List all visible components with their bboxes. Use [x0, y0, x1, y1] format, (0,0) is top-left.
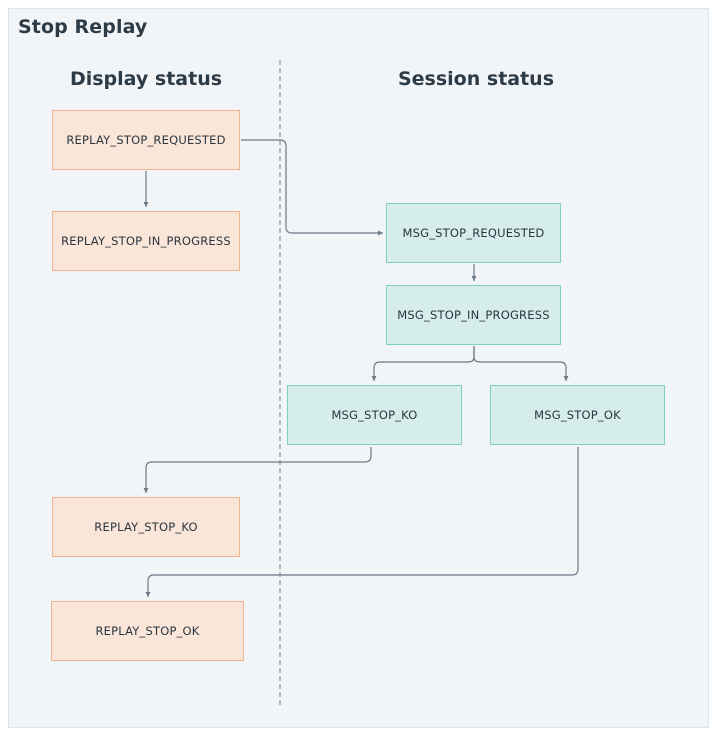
column-title-session: Session status	[397, 68, 555, 90]
node-replay-stop-ok: REPLAY_STOP_OK	[51, 601, 244, 661]
node-msg-stop-ko: MSG_STOP_KO	[287, 385, 462, 445]
node-msg-stop-ok: MSG_STOP_OK	[490, 385, 665, 445]
node-replay-stop-ko: REPLAY_STOP_KO	[52, 497, 240, 557]
column-title-display: Display status	[69, 68, 223, 90]
node-msg-stop-in-progress: MSG_STOP_IN_PROGRESS	[386, 285, 561, 345]
diagram-title: Stop Replay	[18, 16, 148, 38]
node-msg-stop-requested: MSG_STOP_REQUESTED	[386, 203, 561, 263]
node-replay-stop-in-progress: REPLAY_STOP_IN_PROGRESS	[52, 211, 240, 271]
node-replay-stop-requested: REPLAY_STOP_REQUESTED	[52, 110, 240, 170]
